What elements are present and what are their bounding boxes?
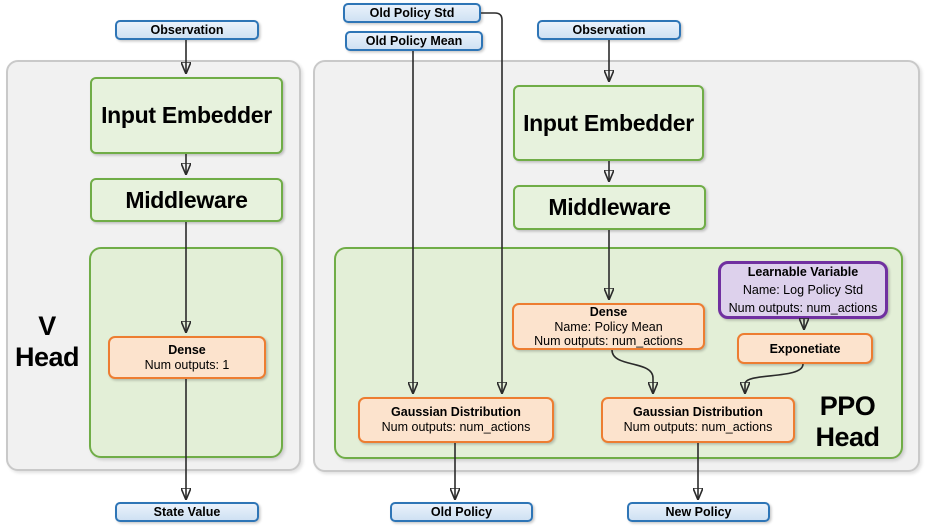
ppo-observation-node: Observation — [537, 20, 681, 40]
state-value-label: State Value — [153, 505, 221, 519]
ppo-middleware-label: Middleware — [548, 194, 671, 220]
v-middleware-node: Middleware — [90, 178, 283, 222]
v-dense-node: Dense Num outputs: 1 — [108, 336, 266, 379]
gaussian-new-detail: Num outputs: num_actions — [623, 420, 773, 435]
ppo-head-label-line1: PPO — [819, 391, 876, 421]
new-policy-output-node: New Policy — [627, 502, 770, 522]
v-input-embedder-label: Input Embedder — [101, 102, 272, 128]
ppo-dense-node: Dense Name: Policy Mean Num outputs: num… — [512, 303, 705, 350]
ppo-middleware-node: Middleware — [513, 185, 706, 230]
old-policy-output-node: Old Policy — [390, 502, 533, 522]
v-middleware-label: Middleware — [125, 186, 248, 213]
old-policy-output-label: Old Policy — [430, 505, 493, 519]
old-policy-std-node: Old Policy Std — [343, 3, 481, 23]
v-dense-title: Dense — [168, 342, 206, 357]
gaussian-old-detail: Num outputs: num_actions — [381, 420, 531, 435]
learnable-variable-node: Learnable Variable Name: Log Policy Std … — [718, 261, 888, 319]
v-dense-detail: Num outputs: 1 — [144, 357, 230, 372]
ppo-dense-title: Dense — [589, 304, 628, 319]
gaussian-new-title: Gaussian Distribution — [633, 405, 763, 420]
learnable-variable-title: Learnable Variable — [747, 265, 859, 279]
new-policy-output-label: New Policy — [665, 505, 732, 519]
v-head-label-line2: Head — [14, 342, 80, 372]
gaussian-distribution-new-node: Gaussian Distribution Num outputs: num_a… — [601, 397, 795, 443]
exponetiate-label: Exponetiate — [769, 341, 841, 356]
ppo-dense-detail2: Num outputs: num_actions — [534, 334, 683, 348]
v-observation-node: Observation — [115, 20, 259, 40]
ppo-input-embedder-node: Input Embedder — [513, 85, 704, 161]
learnable-variable-detail1: Name: Log Policy Std — [742, 283, 864, 297]
ppo-head-label: PPO Head — [800, 391, 895, 453]
ppo-input-embedder-label: Input Embedder — [523, 109, 694, 136]
learnable-variable-detail2: Num outputs: num_actions — [728, 301, 878, 315]
ppo-observation-label: Observation — [572, 23, 646, 37]
gaussian-distribution-old-node: Gaussian Distribution Num outputs: num_a… — [358, 397, 554, 443]
gaussian-old-title: Gaussian Distribution — [391, 405, 521, 420]
v-head-label: V Head — [8, 311, 86, 373]
old-policy-std-label: Old Policy Std — [369, 6, 455, 20]
v-head-label-line1: V — [38, 311, 56, 341]
state-value-node: State Value — [115, 502, 259, 522]
ppo-dense-detail1: Name: Policy Mean — [554, 319, 663, 334]
v-observation-label: Observation — [150, 23, 224, 37]
old-policy-mean-node: Old Policy Mean — [345, 31, 483, 51]
exponetiate-node: Exponetiate — [737, 333, 873, 364]
ppo-head-label-line2: Head — [815, 422, 880, 452]
old-policy-mean-label: Old Policy Mean — [365, 34, 463, 48]
v-input-embedder-node: Input Embedder — [90, 77, 283, 154]
